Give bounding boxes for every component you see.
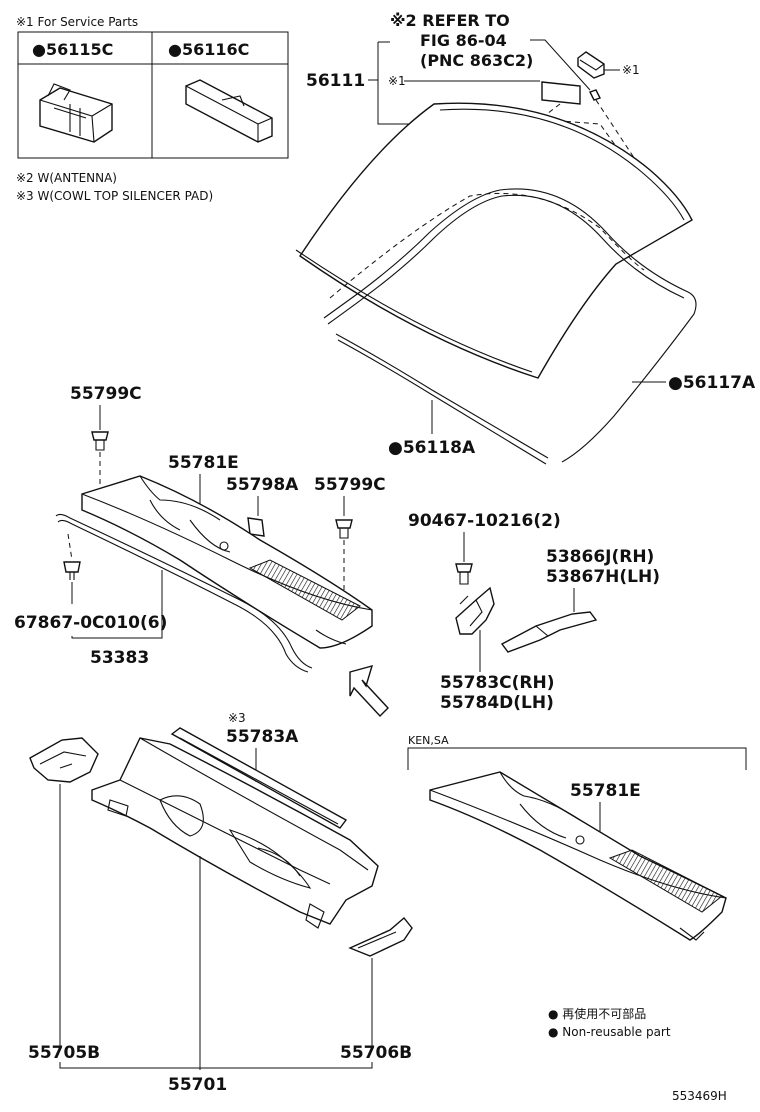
silencer-note: ※3 W(COWL TOP SILENCER PAD): [16, 189, 213, 203]
mark3-label: ※3: [228, 711, 246, 725]
cowl-panel-55701: [91, 737, 379, 929]
front-direction-arrow: [349, 664, 389, 718]
service-parts-note: ※1 For Service Parts: [16, 15, 138, 29]
silencer-pad-55783A: [170, 727, 348, 829]
part-90467-label: 90467-10216(2): [408, 511, 561, 531]
part-67867-label: 67867-0C010(6): [14, 613, 167, 633]
bracket-55706B: [348, 916, 413, 957]
part-55783A-label: 55783A: [226, 727, 299, 747]
part-53383-label: 53383: [90, 648, 149, 668]
figure-id: 553469H: [672, 1089, 727, 1103]
bracket-55705B: [29, 737, 99, 783]
part-55781E-label-a: 55781E: [168, 453, 239, 473]
part-56111-label: 56111: [306, 71, 365, 91]
cowl-louver-55781E-main: [81, 475, 373, 649]
refer-note-line2: FIG 86-04: [420, 31, 507, 50]
clip-90467: [455, 563, 473, 585]
part-55706B-label: 55706B: [340, 1043, 412, 1063]
part-53866J-label: 53866J(RH): [546, 547, 654, 567]
seal-dotted-line: [329, 193, 645, 299]
part-55705B-label: 55705B: [28, 1043, 100, 1063]
clip-67867: [63, 561, 81, 580]
clip-55799C-b: [335, 519, 353, 539]
antenna-connector-drawing: [577, 51, 605, 101]
ken-sa-label: KEN,SA: [408, 734, 449, 747]
seal-53866J: [500, 611, 598, 653]
part-55701-label: 55701: [168, 1075, 227, 1095]
service-part-56116C-label: ●56116C: [168, 40, 249, 59]
part-55799C-label-b: 55799C: [314, 475, 386, 495]
mark1-connector: ※1: [622, 63, 640, 77]
antenna-strip-drawing: [541, 81, 581, 105]
service-parts-table: [17, 31, 289, 159]
part-53867H-label: 53867H(LH): [546, 567, 660, 587]
part-55784D-label: 55784D(LH): [440, 693, 554, 713]
legend-jp: ● 再使用不可部品: [548, 1006, 646, 1021]
pad-56116C-drawing: [185, 79, 273, 143]
part-55781E-label-b: 55781E: [570, 781, 641, 801]
part-55783C-label: 55783C(RH): [440, 673, 554, 693]
clip-55799C-a: [91, 431, 109, 451]
clip-55798A: [247, 517, 265, 537]
part-56117A-label: ●56117A: [668, 373, 756, 393]
seal-53383: [55, 513, 313, 673]
mark1-glass: ※1: [388, 74, 406, 88]
windshield-glass-56111: [295, 102, 693, 379]
legend-en: ● Non-reusable part: [548, 1025, 671, 1039]
refer-note-line3: (PNC 863C2): [420, 51, 533, 70]
weatherstrip-56117A: [323, 188, 697, 463]
clip-56115C-drawing: [39, 83, 113, 143]
part-56118A-label: ●56118A: [388, 438, 476, 458]
part-55799C-label-a: 55799C: [70, 384, 142, 404]
refer-note-line1: ※2 REFER TO: [390, 11, 510, 30]
bracket-55783C: [455, 586, 495, 635]
service-part-56115C-label: ●56115C: [32, 40, 113, 59]
part-55798A-label: 55798A: [226, 475, 299, 495]
seal-56118A: [335, 333, 549, 465]
cowl-louver-55781E-variant: [429, 771, 727, 941]
antenna-note: ※2 W(ANTENNA): [16, 171, 117, 185]
